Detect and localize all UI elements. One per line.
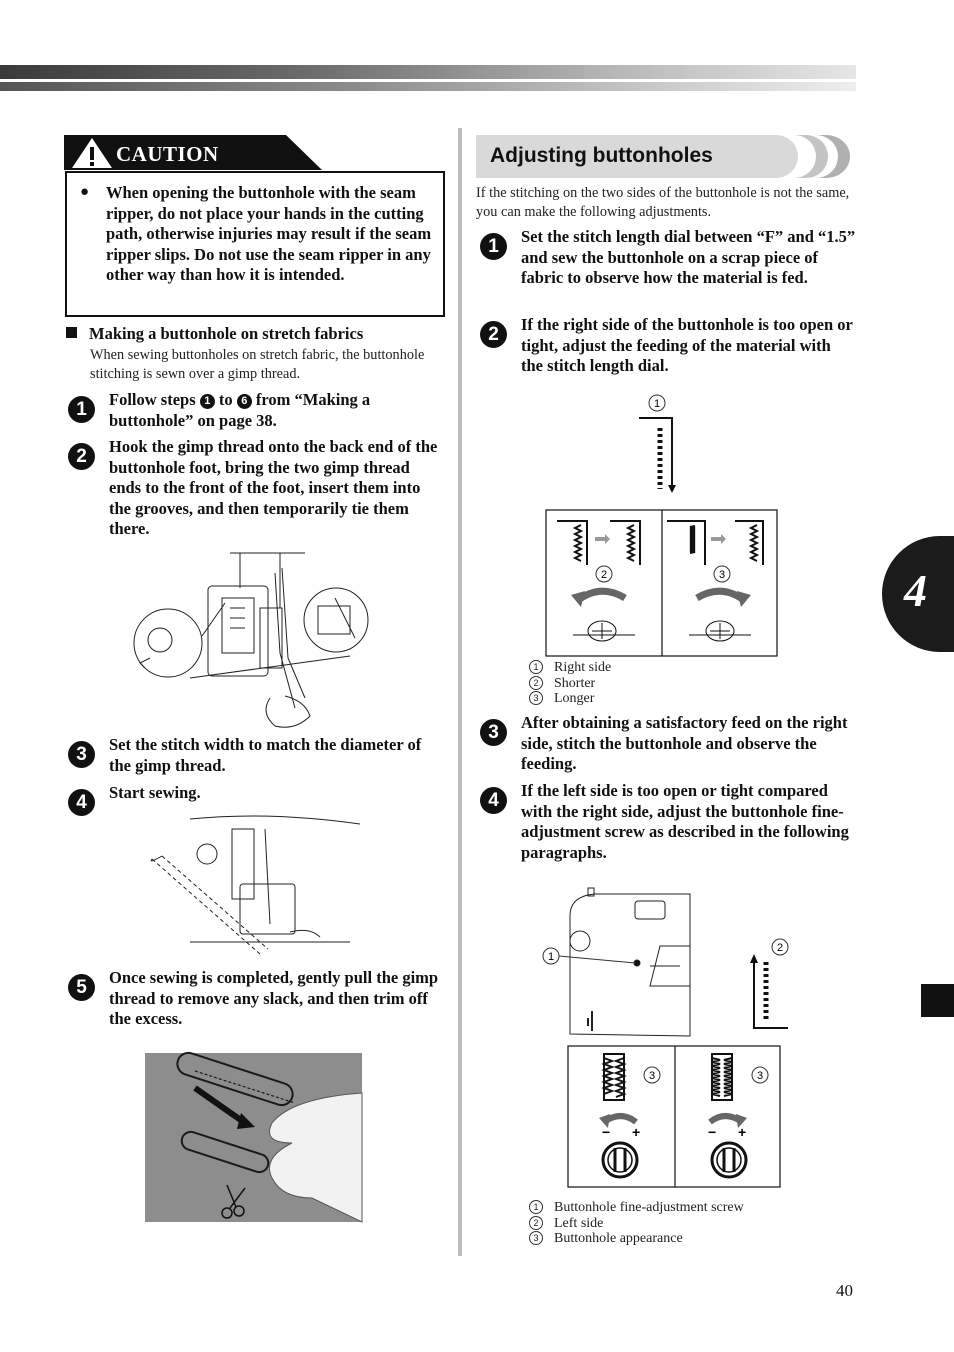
- header-bar: [0, 65, 856, 91]
- svg-text:3: 3: [719, 569, 725, 581]
- callout-1: 1: [542, 947, 636, 965]
- scissors-icon: [221, 1184, 246, 1219]
- svg-text:3: 3: [649, 1070, 655, 1082]
- callout-2: 2: [595, 565, 613, 583]
- sewing-machine-illustration: [569, 887, 691, 1037]
- gimp-thread-illustration: [133, 552, 369, 728]
- step-text: After obtaining a satisfactory feed on t…: [521, 713, 848, 773]
- step-number: 2: [480, 321, 507, 348]
- step-number: 3: [480, 719, 507, 746]
- step-text: If the right side of the buttonhole is t…: [521, 315, 853, 375]
- dial-minus-sign: −: [708, 1124, 716, 1140]
- stitch-length-dial-icon: [573, 620, 751, 642]
- step-number: 1: [480, 233, 507, 260]
- fine-adjustment-screw-icon: [601, 1141, 748, 1179]
- section-intro: If the stitching on the two sides of the…: [476, 185, 850, 220]
- step-text: Set the stitch width to match the diamet…: [109, 735, 422, 775]
- callout-3: 3: [713, 565, 731, 583]
- section-header: [476, 135, 850, 178]
- rotate-right-arrow-icon: [708, 1113, 747, 1128]
- svg-text:1: 1: [548, 951, 554, 963]
- section-marker: [921, 984, 954, 1017]
- svg-text:2: 2: [777, 942, 783, 954]
- step-number: 4: [480, 787, 507, 814]
- chapter-number: 4: [904, 565, 927, 616]
- step-number: 2: [68, 443, 95, 470]
- callout-1: 1: [648, 394, 666, 412]
- rotate-left-arrow-icon: [599, 1113, 638, 1128]
- step-number: 5: [68, 974, 95, 1001]
- step-text: Once sewing is completed, gently pull th…: [109, 968, 439, 1028]
- svg-text:1: 1: [654, 398, 660, 410]
- fine-adjustment-diagram: 1 2 3 3 − + − +: [542, 887, 789, 1188]
- step-number: 3: [68, 741, 95, 768]
- callout-3: 3: [643, 1066, 661, 1084]
- step-ref-icon: 1: [199, 394, 215, 409]
- feed-adjustment-diagram: 1 2 3: [545, 394, 778, 657]
- callout-3: 3: [751, 1066, 769, 1084]
- step-ref-icon: 6: [236, 394, 252, 409]
- dial-plus-sign: +: [632, 1124, 640, 1140]
- rotate-left-arrow-icon: [571, 587, 627, 607]
- square-bullet-icon: [66, 327, 77, 338]
- step-text: Hook the gimp thread onto the back end o…: [109, 437, 438, 538]
- step-text: If the left side is too open or tight co…: [521, 781, 849, 862]
- dial-plus-sign: +: [738, 1124, 746, 1140]
- caution-box: [65, 171, 445, 317]
- warning-icon: [72, 138, 112, 168]
- left-side-stitch-icon: [750, 954, 788, 1029]
- dial-minus-sign: −: [602, 1124, 610, 1140]
- step-number: 4: [68, 789, 95, 816]
- step-text: Set the stitch length dial between “F” a…: [521, 227, 856, 287]
- right-side-stitch-icon: [639, 417, 676, 493]
- section-subtext: When sewing buttonholes on stretch fabri…: [90, 347, 425, 382]
- step-text: Follow steps 1 to 6 from “Making a butto…: [109, 390, 371, 430]
- start-sewing-illustration: [150, 815, 361, 955]
- step-number: 1: [68, 396, 95, 423]
- section-heading: Making a buttonhole on stretch fabrics: [66, 324, 363, 344]
- pull-thread-illustration: [145, 1051, 363, 1223]
- caution-header: [64, 135, 322, 170]
- callout-2: 2: [771, 938, 789, 956]
- bullet-icon: ●: [80, 184, 90, 200]
- section-title: Adjusting buttonholes: [490, 144, 713, 167]
- column-divider: [458, 128, 462, 1256]
- step-text: Start sewing.: [109, 783, 201, 802]
- chapter-tab: 4: [882, 536, 954, 652]
- page-number: 40: [836, 1281, 853, 1300]
- caution-title: CAUTION: [116, 142, 219, 166]
- rotate-right-arrow-icon: [695, 587, 751, 607]
- svg-text:3: 3: [757, 1070, 763, 1082]
- svg-text:2: 2: [601, 569, 607, 581]
- caution-text: When opening the buttonhole with the sea…: [106, 183, 432, 285]
- buttonhole-appearance-icon: [601, 1053, 733, 1101]
